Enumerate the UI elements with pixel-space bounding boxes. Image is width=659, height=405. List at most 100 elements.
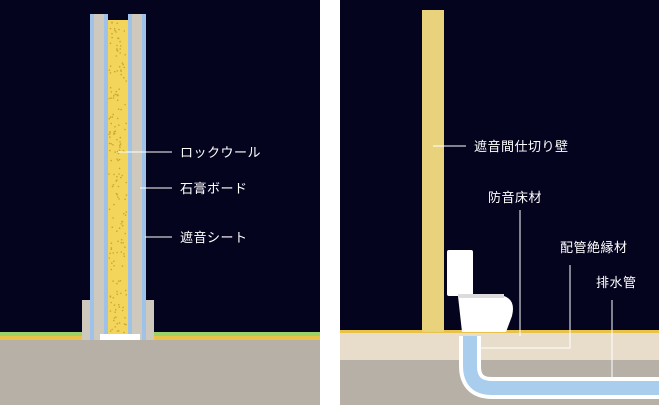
rockwool-speck [109, 131, 111, 133]
rockwool-speck [114, 29, 116, 32]
rockwool-speck [110, 247, 113, 249]
rockwool-speck [109, 65, 112, 67]
floor-slab [0, 340, 320, 405]
partition-wall-label: 遮音間仕切り壁 [474, 139, 569, 155]
rockwool-speck [116, 179, 118, 181]
outer-sound-sheet-left [90, 14, 94, 340]
rockwool-speck [109, 310, 112, 312]
rockwool-speck [110, 242, 113, 244]
rockwool-speck [116, 290, 118, 293]
rockwool-speck [114, 151, 116, 153]
rockwool-speck [109, 86, 112, 89]
rockwool-speck [116, 150, 119, 153]
rockwool-speck [118, 330, 120, 332]
gypsum-board-label: 石膏ボード [180, 181, 248, 197]
rockwool-speck [116, 330, 119, 332]
rockwool-speck [125, 194, 128, 196]
rockwool-texture [108, 21, 128, 334]
rockwool-speck [119, 52, 121, 54]
outer-sound-sheet-right [142, 14, 146, 340]
rockwool-speck [111, 32, 113, 35]
wall-section-panel: ロックウール 石膏ボード 遮音シート [0, 0, 320, 405]
rockwool-speck [111, 22, 113, 24]
rockwool-speck [119, 146, 121, 149]
rockwool-speck [123, 323, 126, 325]
rockwool-speck [112, 280, 114, 282]
rockwool-speck [116, 94, 119, 97]
rockwool-speck [109, 296, 112, 298]
rockwool-speck [109, 116, 112, 118]
rockwool-speck [108, 142, 111, 145]
floor-line-green [0, 332, 320, 336]
rockwool-speck [111, 116, 114, 118]
wall-section-diagram: ロックウール 石膏ボード 遮音シート [0, 0, 320, 405]
rockwool-speck [110, 248, 113, 251]
rockwool-layer [108, 20, 128, 340]
rockwool-speck [113, 260, 115, 263]
rockwool-speck [116, 175, 118, 178]
rockwool-speck [109, 42, 112, 45]
gypsum-board-right [132, 14, 142, 340]
rockwool-speck [124, 289, 127, 292]
plumbing-section-diagram: 遮音間仕切り壁 防音床材 配管絶縁材 排水管 [340, 0, 659, 405]
toilet [447, 250, 513, 332]
rockwool-speck [120, 69, 122, 71]
rockwool-speck [123, 255, 126, 258]
rockwool-speck [115, 309, 117, 311]
rockwool-speck [121, 220, 123, 223]
rockwool-speck [118, 173, 120, 175]
rockwool-speck [114, 125, 116, 128]
rockwool-speck [117, 280, 120, 283]
rockwool-speck [115, 55, 118, 57]
rockwool-speck [112, 252, 114, 254]
rockwool-speck [113, 319, 115, 322]
rockwool-speck [110, 159, 112, 162]
rockwool-speck [123, 76, 125, 79]
rockwool-speck [118, 198, 120, 200]
rockwool-speck [115, 316, 117, 318]
rockwool-speck [111, 226, 114, 228]
rockwool-speck [118, 167, 121, 170]
rockwool-speck [125, 211, 128, 213]
rockwool-speck [116, 322, 119, 325]
rockwool-speck [118, 149, 121, 151]
rockwool-speck [124, 317, 126, 319]
rockwool-speck [117, 108, 120, 110]
inner-sound-sheet-right [128, 14, 132, 340]
rockwool-speck [111, 185, 114, 188]
rockwool-speck [120, 238, 123, 241]
rockwool-speck [109, 330, 112, 332]
soundproof-floor [340, 332, 659, 360]
rockwool-speck [108, 69, 111, 71]
rockwool-speck [113, 27, 116, 30]
rockwool-speck [117, 37, 120, 40]
rockwool-speck [116, 44, 118, 47]
rockwool-speck [120, 251, 123, 253]
rockwool-speck [122, 212, 125, 215]
rockwool-speck [109, 27, 112, 30]
rockwool-speck [115, 180, 117, 182]
rockwool-speck [123, 66, 125, 69]
rockwool-speck [117, 303, 120, 306]
rockwool-speck [118, 306, 121, 308]
rockwool-speck [116, 99, 119, 101]
rockwool-speck [113, 173, 115, 176]
toilet-seat [458, 294, 504, 298]
rockwool-speck [118, 322, 121, 324]
rockwool-speck [124, 128, 126, 131]
rockwool-speck [125, 122, 127, 125]
rockwool-speck [122, 63, 124, 66]
rockwool-speck [112, 113, 114, 116]
sound-sheet-label: 遮音シート [180, 230, 248, 246]
rockwool-speck [125, 80, 127, 82]
drain-pipe-label: 排水管 [596, 276, 637, 291]
rockwool-speck [123, 253, 125, 255]
rockwool-speck [119, 141, 121, 143]
rockwool-speck [110, 91, 113, 93]
rockwool-speck [108, 133, 110, 136]
rockwool-speck [108, 117, 111, 120]
rockwool-speck [113, 304, 116, 307]
rockwool-speck [119, 144, 121, 147]
rockwool-speck [122, 149, 125, 152]
rockwool-speck [119, 280, 122, 282]
